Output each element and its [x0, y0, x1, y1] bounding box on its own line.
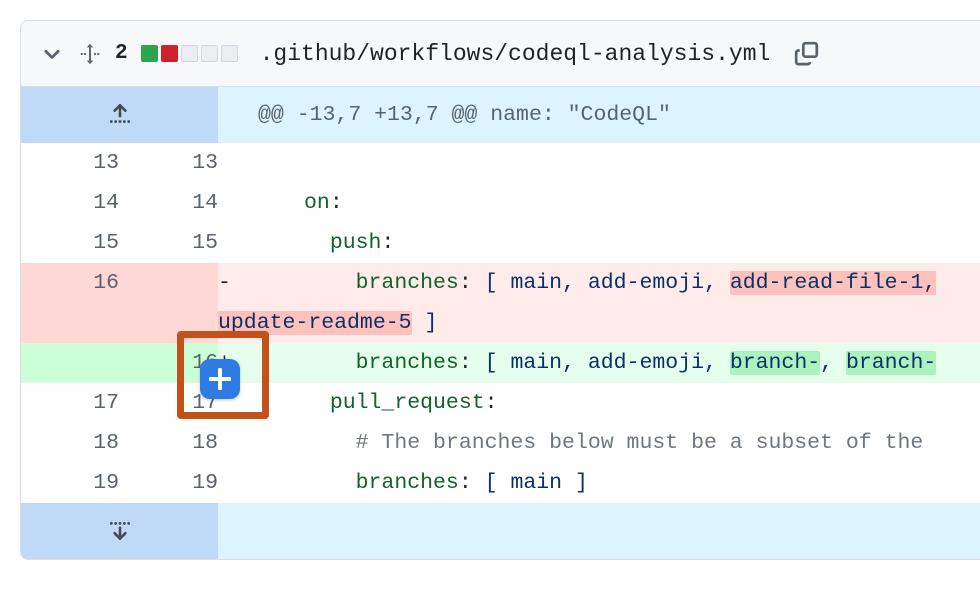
code-line[interactable]: [218, 143, 980, 183]
diff-row-context: 19 19 branches: [ main ]: [21, 463, 980, 503]
line-number-old[interactable]: 17: [21, 383, 119, 423]
diff-row-context: 15 15 push:: [21, 223, 980, 263]
line-number-old[interactable]: 13: [21, 143, 119, 183]
diff-row-context: 17 17 pull_request:: [21, 383, 980, 423]
file-path[interactable]: .github/workflows/codeql-analysis.yml: [259, 40, 771, 67]
diffstat-block-neutral: [220, 45, 238, 62]
line-number-new[interactable]: 19: [119, 463, 218, 503]
diffstat-blocks: [140, 45, 238, 62]
line-number-new[interactable]: 14: [119, 183, 218, 223]
line-number-new[interactable]: [119, 263, 218, 343]
line-number-new[interactable]: 18: [119, 423, 218, 463]
diff-row-addition: 16 + branches: [ main, add-emoji, branch…: [21, 343, 980, 383]
plus-icon: [209, 368, 231, 390]
drag-move-icon[interactable]: [75, 37, 105, 71]
diff-row-context: 18 18 # The branches below must be a sub…: [21, 423, 980, 463]
line-number-old[interactable]: 14: [21, 183, 119, 223]
expand-down-spacer: [218, 503, 980, 559]
line-number-old[interactable]: 18: [21, 423, 119, 463]
code-line[interactable]: pull_request:: [218, 383, 980, 423]
copy-icon[interactable]: [786, 34, 826, 74]
diffstat-block-neutral: [200, 45, 218, 62]
code-line[interactable]: branches: [ main ]: [218, 463, 980, 503]
code-line[interactable]: push:: [218, 223, 980, 263]
add-comment-button[interactable]: [200, 359, 240, 399]
line-number-old[interactable]: 19: [21, 463, 119, 503]
diff-file-card: 2 .github/workflows/codeql-analysis.yml: [20, 20, 980, 560]
diff-row-context: 13 13: [21, 143, 980, 183]
code-line-addition[interactable]: + branches: [ main, add-emoji, branch-, …: [218, 343, 980, 383]
diff-row-deletion: 16 - branches: [ main, add-emoji, add-re…: [21, 263, 980, 343]
diff-table: @@ -13,7 +13,7 @@ name: "CodeQL" 13 13 1…: [21, 87, 980, 559]
diff-row-context: 14 14 on:: [21, 183, 980, 223]
diffstat-block-added: [140, 45, 158, 62]
line-number-old[interactable]: 15: [21, 223, 119, 263]
expand-up-icon[interactable]: [21, 87, 218, 143]
hunk-header-text: @@ -13,7 +13,7 @@ name: "CodeQL": [218, 87, 980, 143]
diffstat-block-neutral: [180, 45, 198, 62]
line-number-new[interactable]: 15: [119, 223, 218, 263]
line-number-new[interactable]: 13: [119, 143, 218, 183]
code-line-comment[interactable]: # The branches below must be a subset of…: [218, 423, 980, 463]
expand-down-icon[interactable]: [21, 503, 218, 559]
diff-file-header: 2 .github/workflows/codeql-analysis.yml: [21, 21, 980, 87]
expand-down-row: [21, 503, 980, 559]
code-line[interactable]: on:: [218, 183, 980, 223]
line-number-old[interactable]: [21, 343, 119, 383]
hunk-header-row: @@ -13,7 +13,7 @@ name: "CodeQL": [21, 87, 980, 143]
diffstat-block-deleted: [160, 45, 178, 62]
change-count: 2: [115, 42, 128, 65]
line-number-old[interactable]: 16: [21, 263, 119, 343]
code-line-deletion[interactable]: - branches: [ main, add-emoji, add-read-…: [218, 263, 980, 343]
chevron-down-icon[interactable]: [35, 37, 69, 71]
